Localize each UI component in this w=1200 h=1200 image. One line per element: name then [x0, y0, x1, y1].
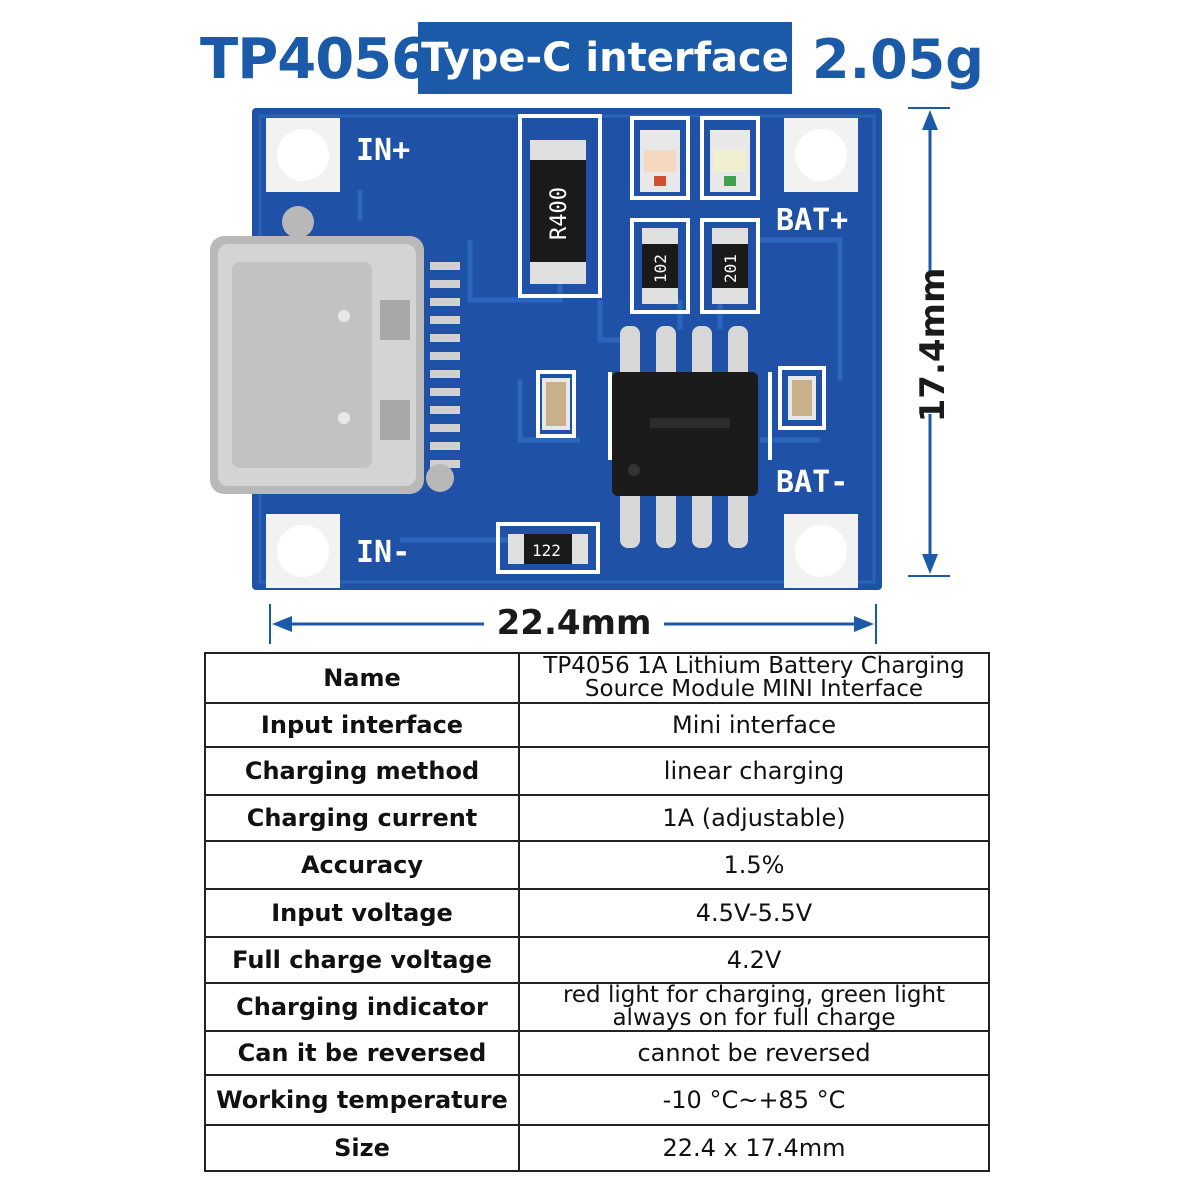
capacitor-left: [542, 378, 570, 430]
spec-key: Charging method: [204, 746, 520, 796]
spec-key: Working temperature: [204, 1074, 520, 1126]
spec-row: Working temperature -10 °C~+85 °C: [204, 1074, 990, 1126]
pcb-illustration: IN+ IN- BAT+ BAT- R400 102 201: [210, 107, 953, 644]
mount-pad-bottom-right: [784, 514, 858, 588]
spec-key: Name: [204, 652, 520, 704]
weight-label: 2.05g: [812, 28, 984, 91]
led-green: [710, 130, 750, 192]
label-bat-plus: BAT+: [776, 203, 848, 238]
spec-value: 4.2V: [518, 936, 990, 984]
spec-key: Size: [204, 1124, 520, 1172]
spec-row: Full charge voltage 4.2V: [204, 936, 990, 984]
spec-table: Name TP4056 1A Lithium Battery Charging …: [204, 652, 990, 1172]
spec-row: Input voltage 4.5V-5.5V: [204, 888, 990, 938]
spec-row: Charging method linear charging: [204, 746, 990, 796]
spec-value: TP4056 1A Lithium Battery Charging Sourc…: [518, 652, 990, 704]
spec-row: Can it be reversed cannot be reversed: [204, 1030, 990, 1076]
spec-key: Input voltage: [204, 888, 520, 938]
label-in-plus: IN+: [356, 133, 410, 168]
spec-row: Charging current 1A (adjustable): [204, 794, 990, 842]
capacitor-right: [788, 376, 816, 420]
label-bat-minus: BAT-: [776, 465, 848, 500]
spec-key: Full charge voltage: [204, 936, 520, 984]
spec-value: -10 °C~+85 °C: [518, 1074, 990, 1126]
spec-value: cannot be reversed: [518, 1030, 990, 1076]
spec-value: 1A (adjustable): [518, 794, 990, 842]
spec-value: Mini interface: [518, 702, 990, 748]
usb-c-connector: [210, 206, 464, 494]
spec-key: Charging indicator: [204, 982, 520, 1032]
resistor-r400: R400: [530, 140, 586, 284]
spec-value: 1.5%: [518, 840, 990, 890]
spec-value: linear charging: [518, 746, 990, 796]
spec-row: Charging indicator red light for chargin…: [204, 982, 990, 1032]
mount-pad-top-left: [266, 118, 340, 192]
mount-pad-top-right: [784, 118, 858, 192]
resistor-122-label: 122: [532, 541, 561, 560]
spec-key: Accuracy: [204, 840, 520, 890]
spec-value: 4.5V-5.5V: [518, 888, 990, 938]
label-in-minus: IN-: [356, 535, 410, 570]
spec-key: Input interface: [204, 702, 520, 748]
model-title: TP4056: [200, 27, 430, 92]
tp4056-chip: [612, 326, 758, 548]
width-label: 22.4mm: [497, 603, 652, 643]
spec-row: Size 22.4 x 17.4mm: [204, 1124, 990, 1172]
interface-badge: Type-C interface: [418, 22, 792, 94]
spec-row: Name TP4056 1A Lithium Battery Charging …: [204, 652, 990, 704]
spec-value: red light for charging, green light alwa…: [518, 982, 990, 1032]
resistor-201: 201: [712, 228, 748, 304]
spec-row: Input interface Mini interface: [204, 702, 990, 748]
resistor-201-label: 201: [721, 254, 740, 283]
resistor-122: 122: [508, 534, 588, 564]
spec-value: 22.4 x 17.4mm: [518, 1124, 990, 1172]
spec-key: Charging current: [204, 794, 520, 842]
resistor-102: 102: [642, 228, 678, 304]
height-dimension: 17.4mm: [908, 107, 953, 577]
spec-key: Can it be reversed: [204, 1030, 520, 1076]
width-dimension: 22.4mm: [269, 603, 877, 644]
mount-pad-bottom-left: [266, 514, 340, 588]
height-label: 17.4mm: [913, 268, 953, 423]
led-red: [640, 130, 680, 192]
resistor-102-label: 102: [651, 254, 670, 283]
resistor-r400-label: R400: [547, 187, 572, 240]
spec-row: Accuracy 1.5%: [204, 840, 990, 890]
